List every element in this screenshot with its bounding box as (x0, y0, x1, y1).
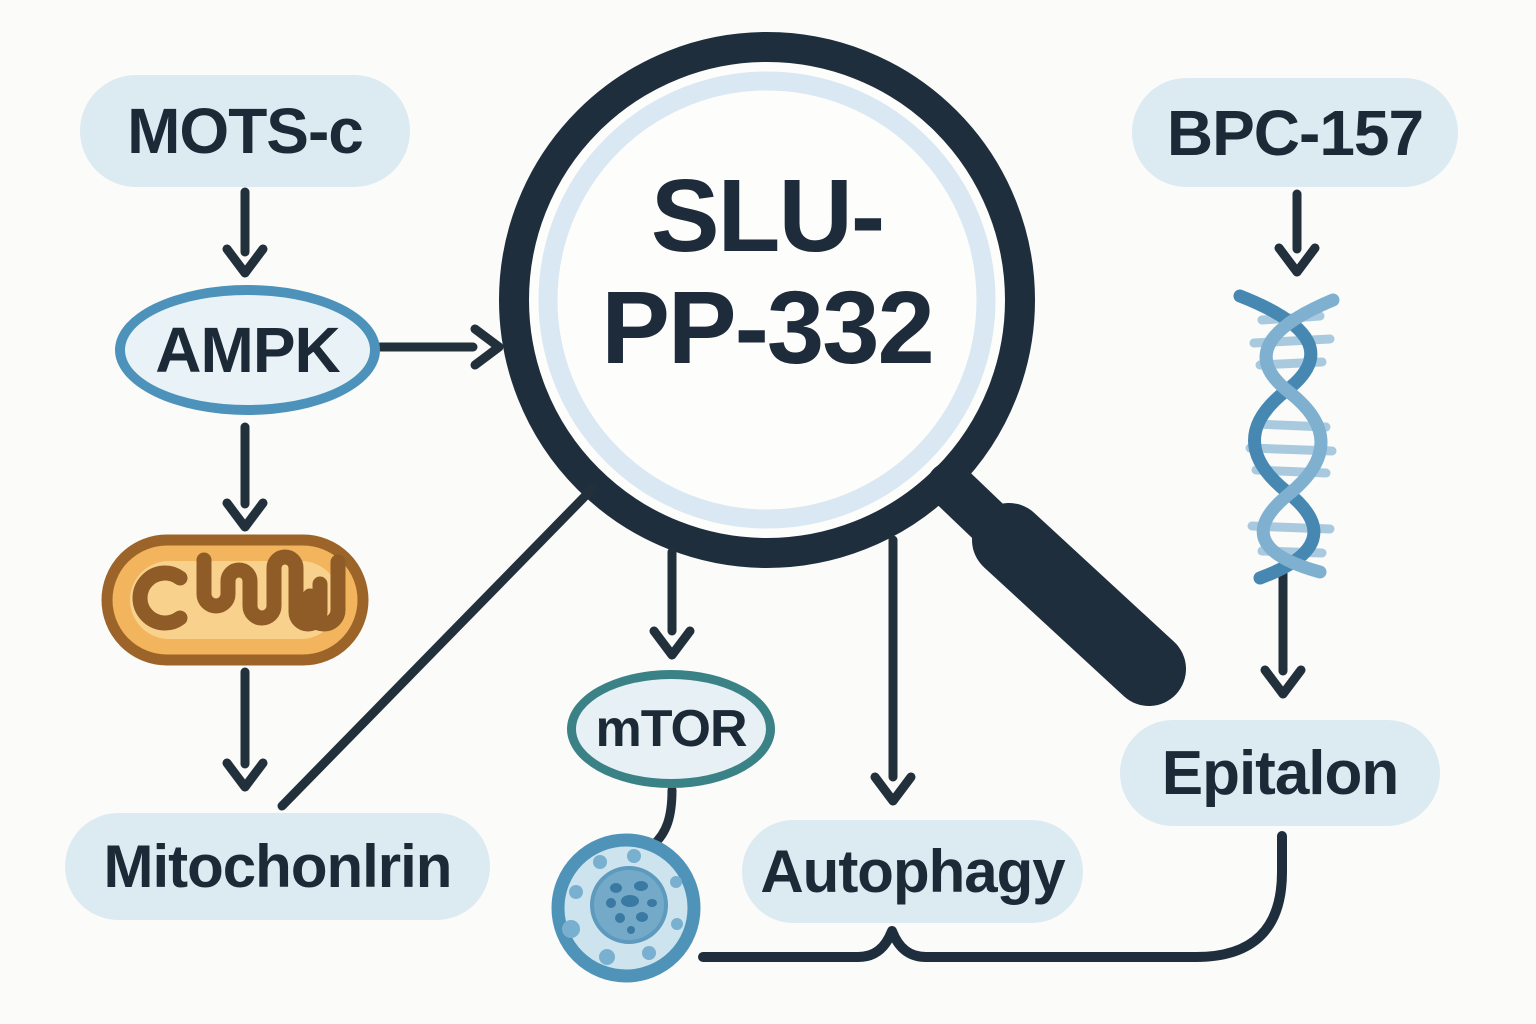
mitochondrion-cristae (302, 554, 346, 632)
dna-strand (1233, 289, 1321, 585)
node-slu-pp-332: SLU- PP-332 (517, 160, 1017, 384)
node-label-line2: PP-332 (601, 270, 935, 385)
node-label: Mitochonlrin (103, 833, 453, 900)
arrow-mitochondrion-to-mitochonlrin (222, 667, 268, 792)
magnifier-handle (972, 503, 1186, 706)
dna-strand (1256, 293, 1340, 579)
node-bpc-157: BPC-157 (1132, 78, 1458, 187)
lens-circle (499, 32, 1035, 568)
arrow-mots-c-to-ampk (222, 187, 268, 278)
mitochondrion-cristae (132, 565, 188, 631)
arrow-ampk-to-mitochondrion (222, 422, 268, 532)
node-label: MOTS-c (127, 95, 364, 167)
cell-icon (551, 833, 701, 983)
magnifier-icon (499, 32, 1186, 706)
lens-inner-ring (538, 71, 996, 529)
cell-nucleus-spots (606, 881, 657, 934)
node-autophagy: Autophagy (742, 820, 1083, 923)
node-label-line1: SLU- (650, 158, 885, 273)
arrow-bpc-157-to-dna (1274, 189, 1320, 277)
arrow-magnifier-to-autophagy (870, 535, 916, 806)
arrow-dna-to-epitalon (1260, 567, 1306, 699)
node-label: Epitalon (1161, 738, 1400, 808)
mitochondrion-cristae (196, 549, 328, 632)
node-label: Autophagy (760, 838, 1065, 905)
node-mtor: mTOR (567, 670, 775, 788)
arrow-magnifier-to-mtor (649, 547, 695, 660)
node-epitalon: Epitalon (1120, 720, 1440, 826)
cell-cytoplasm-dots (562, 849, 683, 965)
node-label: mTOR (595, 700, 747, 758)
dna-helix-icon (1233, 289, 1340, 585)
node-label: AMPK (155, 314, 340, 386)
node-ampk: AMPK (115, 285, 380, 415)
connector-lens-to-mitochonlrin (277, 482, 599, 811)
node-mitochonlrin: Mitochonlrin (65, 813, 490, 920)
mitochondrion-icon (101, 534, 369, 666)
node-label: BPC-157 (1166, 96, 1424, 169)
arrow-ampk-to-magnifier (375, 324, 504, 370)
connector-bottom-brace (698, 831, 1287, 962)
connector-mtor-to-cell (648, 785, 677, 850)
node-mots-c: MOTS-c (80, 75, 410, 187)
